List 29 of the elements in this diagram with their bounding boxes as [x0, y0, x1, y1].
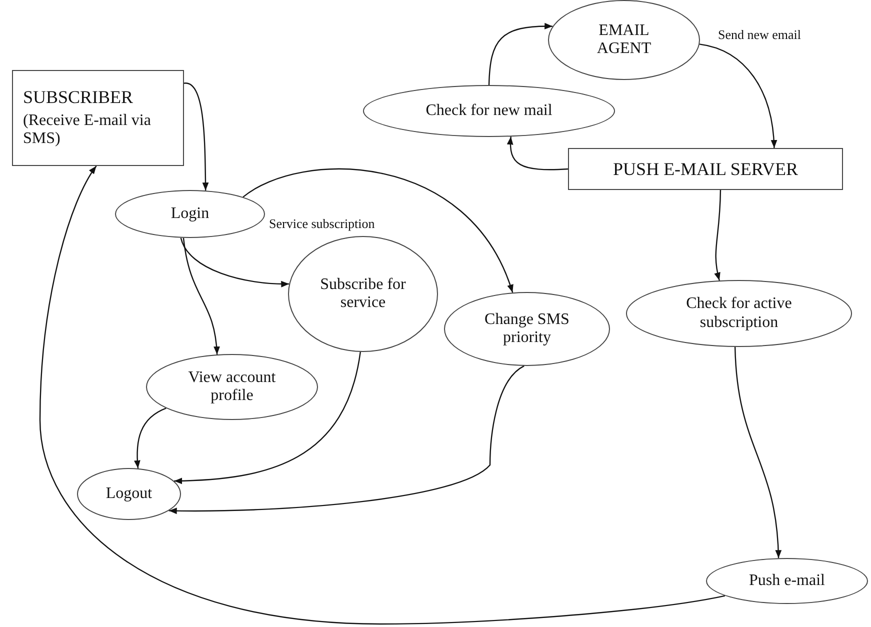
arrow: [488, 23, 553, 86]
arrow: [699, 44, 777, 148]
node-label: Check for active subscription: [685, 295, 793, 332]
node-description: (Receive E-mail via SMS): [23, 112, 152, 149]
arrow: [180, 238, 290, 288]
arrow: [134, 408, 166, 468]
node-label: PUSH E-MAIL SERVER: [613, 158, 798, 180]
arrow: [168, 365, 524, 514]
entity-box: [568, 148, 843, 190]
entity-box: [12, 70, 184, 166]
arrow: [734, 346, 782, 558]
node-label: Push e-mail: [749, 572, 825, 590]
node-label: Change SMS priority: [484, 310, 570, 348]
node-label: EMAIL AGENT: [596, 22, 652, 58]
arrow: [39, 166, 726, 625]
node-label: View account profile: [187, 368, 277, 406]
node-label: Check for new mail: [426, 102, 552, 120]
flow-label: Service subscription: [268, 216, 376, 232]
arrow: [507, 136, 568, 170]
arrow: [242, 168, 514, 293]
node-label: Logout: [106, 484, 152, 504]
node-label: SUBSCRIBER: [23, 87, 134, 108]
arrow: [714, 190, 722, 281]
arrow: [182, 238, 220, 355]
node-label: Login: [170, 204, 210, 224]
arrow: [184, 82, 209, 191]
process-ellipse: [77, 468, 181, 520]
arrow: [174, 352, 361, 484]
node-label: Subscribe for service: [319, 276, 407, 312]
